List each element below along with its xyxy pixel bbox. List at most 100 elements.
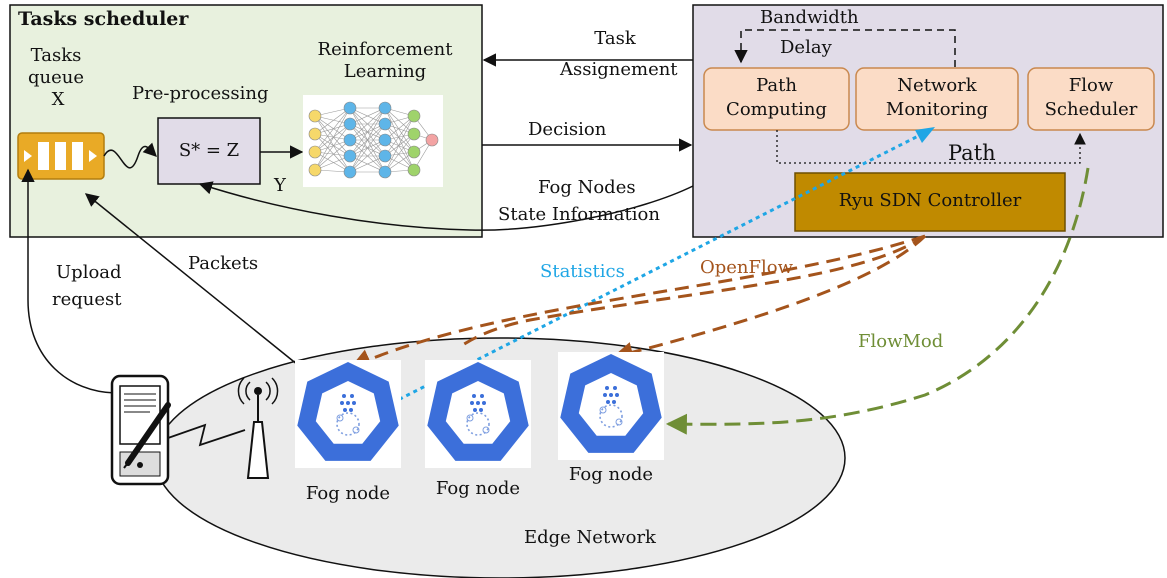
- neural-network-edge: [349, 155, 386, 173]
- neural-network-node: [378, 101, 392, 115]
- statistics-arrowhead: [915, 127, 935, 143]
- mobile-device-icon: [110, 374, 171, 486]
- neural-network-edge: [314, 151, 351, 173]
- upload-request-arrow: [21, 168, 116, 394]
- flowmod-arrow: [665, 167, 1090, 435]
- neural-network-edge: [384, 107, 415, 171]
- neural-network-edge: [349, 107, 386, 141]
- neural-network-edge: [349, 107, 386, 173]
- statistics-label: Statistics: [540, 261, 625, 282]
- neural-network-node: [343, 101, 357, 115]
- neural-network-edge: [384, 123, 415, 153]
- task-assignment-line1: Task: [594, 28, 636, 49]
- neural-network-node: [378, 165, 392, 179]
- neural-network-node: [378, 133, 392, 147]
- neural-network-edge: [349, 123, 386, 173]
- neural-network-edge: [384, 133, 415, 173]
- neural-network-edge: [384, 115, 415, 157]
- scheduler-title: Tasks scheduler: [18, 8, 189, 30]
- neural-network-edge: [314, 123, 351, 171]
- neural-network-edge: [384, 107, 415, 135]
- fog-node-3-label: Fog node: [568, 464, 654, 485]
- network-monitoring-line1: Network: [897, 75, 977, 96]
- bandwidth-delay-loop: [734, 29, 956, 67]
- neural-network-node: [343, 165, 357, 179]
- network-monitoring-box: [855, 67, 1019, 131]
- neural-network-node: [378, 117, 392, 131]
- neural-network-edge: [314, 107, 351, 171]
- neural-network-node: [308, 109, 322, 123]
- neural-network-edge: [349, 107, 386, 125]
- antenna-icon: [237, 377, 279, 479]
- neural-network-node: [308, 145, 322, 159]
- ryu-controller-label: Ryu SDN Controller: [838, 190, 1022, 211]
- fog-state-line1: Fog Nodes: [538, 177, 636, 198]
- tasks-queue-icon: [17, 132, 105, 180]
- neural-network-node: [425, 133, 439, 147]
- neural-network-node: [407, 145, 421, 159]
- rl-label-line2: Learning: [343, 61, 427, 82]
- preprocessing-label: Pre-processing: [132, 83, 269, 104]
- neural-network-node: [407, 163, 421, 177]
- packets-arrow: [84, 193, 299, 366]
- preprocessing-box: [157, 117, 261, 185]
- flow-scheduler-line1: Flow: [1068, 75, 1114, 96]
- neural-network-edge: [384, 139, 415, 171]
- fog-node-2-label: Fog node: [435, 478, 521, 499]
- neural-network-node: [378, 149, 392, 163]
- neural-network-node: [308, 163, 322, 177]
- openflow-arrow-2: [457, 234, 926, 350]
- queue-label-line1: Tasks: [30, 45, 82, 66]
- neural-network-edge: [314, 133, 351, 157]
- path-computing-line1: Path: [756, 75, 797, 96]
- ryu-controller-box: [794, 172, 1066, 232]
- neural-network-edge: [349, 107, 386, 157]
- rl-label-line1: Reinforcement: [317, 39, 453, 60]
- packets-label: Packets: [188, 253, 259, 274]
- bandwidth-label: Bandwidth: [760, 7, 859, 28]
- neural-network-icon: [303, 95, 443, 187]
- neural-network-node: [407, 109, 421, 123]
- y-label: Y: [274, 175, 286, 196]
- decision-label: Decision: [528, 119, 607, 140]
- upload-request-line2: request: [52, 289, 122, 310]
- path-label: Path: [948, 141, 996, 165]
- neural-network-edge: [384, 123, 415, 171]
- flowmod-label: FlowMod: [858, 331, 944, 352]
- task-assignment-line2: Assignement: [560, 59, 678, 80]
- neural-network-edge: [314, 107, 351, 153]
- neural-network-edge: [314, 115, 351, 157]
- preprocessing-equation: S* = Z: [178, 140, 240, 161]
- queue-variable: X: [51, 89, 65, 110]
- neural-network-edge: [349, 139, 386, 173]
- fog-node-1-label: Fog node: [305, 483, 391, 504]
- neural-network-edge: [314, 133, 351, 173]
- fog-state-line2: State Information: [498, 204, 660, 225]
- queue-label-line2: queue: [28, 67, 85, 88]
- flow-scheduler-line2: Scheduler: [1044, 99, 1138, 120]
- neural-network-edge: [314, 115, 351, 173]
- neural-network-node: [343, 149, 357, 163]
- neural-network-edge: [314, 107, 351, 135]
- path-dotted-arrow: [776, 130, 1086, 164]
- neural-network-edge: [314, 139, 351, 171]
- upload-request-line1: Upload: [56, 262, 122, 283]
- queue-to-preprocessing-arrow: [103, 142, 157, 169]
- neural-network-node: [308, 127, 322, 141]
- neural-network-edge: [384, 115, 415, 173]
- flow-scheduler-box: [1027, 67, 1155, 131]
- path-computing-line2: Computing: [726, 99, 827, 120]
- neural-network-edge: [384, 107, 415, 153]
- wireless-link-icon: [167, 423, 246, 447]
- openflow-arrow-3: [611, 234, 927, 363]
- neural-network-edge: [314, 123, 351, 153]
- neural-network-node: [343, 117, 357, 131]
- openflow-label: OpenFlow: [700, 257, 794, 278]
- delay-label: Delay: [780, 37, 832, 58]
- network-monitoring-line2: Monitoring: [885, 99, 989, 120]
- neural-network-node: [407, 127, 421, 141]
- neural-network-node: [343, 133, 357, 147]
- fog-state-arrow: [198, 181, 694, 231]
- openflow-arrow-1: [350, 234, 926, 369]
